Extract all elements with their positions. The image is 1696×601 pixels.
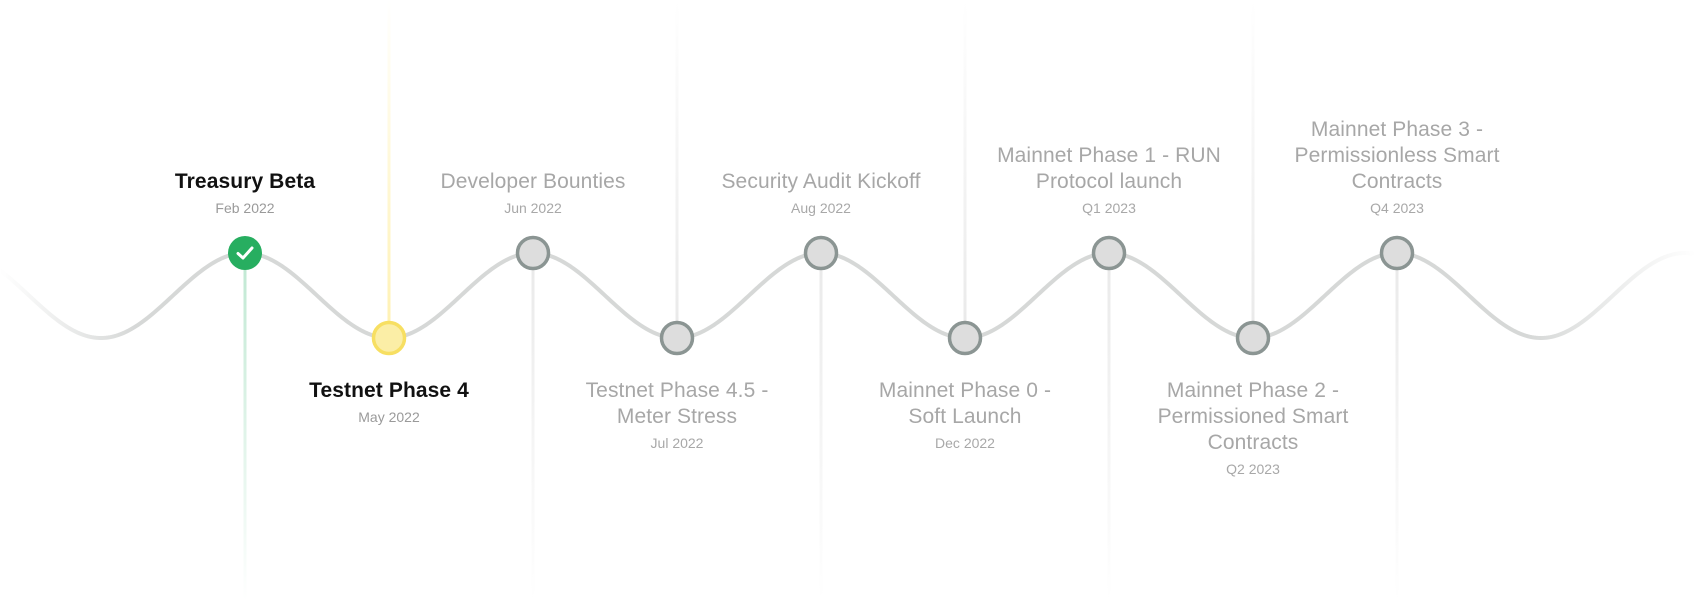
milestone-label-2: Testnet Phase 4 May 2022: [249, 378, 529, 426]
milestone-markers: [228, 235, 1415, 356]
milestone-dot: [1235, 320, 1271, 356]
milestone-marker-2[interactable]: [371, 320, 407, 356]
milestone-dot: [1379, 235, 1415, 271]
milestone-date: Feb 2022: [215, 200, 275, 216]
milestone-stem: [531, 253, 535, 601]
milestone-marker-9[interactable]: [1379, 235, 1415, 271]
milestone-date: Q1 2023: [1082, 200, 1136, 216]
milestone-dot: [947, 320, 983, 356]
milestone-marker-6[interactable]: [947, 320, 983, 356]
milestone-marker-3[interactable]: [515, 235, 551, 271]
milestone-marker-8[interactable]: [1235, 320, 1271, 356]
milestone-label-8: Mainnet Phase 2 - Permissioned Smart Con…: [1133, 378, 1373, 478]
milestone-stems: [243, 0, 1399, 601]
milestone-date: Q4 2023: [1370, 200, 1424, 216]
milestone-dot: [659, 320, 695, 356]
milestone-title: Mainnet Phase 2 - Permissioned Smart Con…: [1157, 379, 1349, 454]
milestone-marker-5[interactable]: [803, 235, 839, 271]
milestone-dot: [803, 235, 839, 271]
milestone-stem: [1251, 0, 1255, 338]
milestone-title: Testnet Phase 4: [309, 379, 469, 402]
milestone-title: Mainnet Phase 0 - Soft Launch: [878, 379, 1052, 428]
milestone-stem: [1395, 253, 1399, 601]
check-icon: [236, 246, 254, 260]
milestone-title: Security Audit Kickoff: [721, 170, 921, 193]
milestone-title: Testnet Phase 4.5 - Meter Stress: [585, 379, 769, 428]
milestone-dot: [228, 236, 262, 270]
milestone-date: Jun 2022: [504, 200, 562, 216]
milestone-date: Dec 2022: [935, 435, 995, 451]
milestone-label-9: Mainnet Phase 3 - Permissionless Smart C…: [1275, 117, 1520, 217]
milestone-marker-4[interactable]: [659, 320, 695, 356]
milestone-stem: [963, 0, 967, 338]
milestone-title: Developer Bounties: [440, 170, 626, 193]
milestone-stem: [675, 0, 679, 338]
milestone-dot: [1091, 235, 1127, 271]
milestone-title: Treasury Beta: [174, 170, 316, 193]
milestone-title: Mainnet Phase 1 - RUN Protocol launch: [997, 144, 1221, 193]
milestone-stem: [1107, 253, 1111, 601]
milestone-date: May 2022: [358, 409, 420, 425]
milestone-stem: [819, 253, 823, 601]
milestone-label-7: Mainnet Phase 1 - RUN Protocol launch Q1 …: [984, 143, 1234, 217]
milestone-date: Q2 2023: [1226, 461, 1280, 477]
milestone-stem: [243, 253, 247, 601]
milestone-dot: [371, 320, 407, 356]
milestone-stem: [387, 0, 391, 338]
milestone-title: Mainnet Phase 3 - Permissionless Smart C…: [1294, 118, 1500, 193]
milestone-date: Aug 2022: [791, 200, 851, 216]
milestone-date: Jul 2022: [650, 435, 704, 451]
milestone-dot: [515, 235, 551, 271]
milestone-marker-1[interactable]: [228, 236, 262, 270]
milestone-marker-7[interactable]: [1091, 235, 1127, 271]
